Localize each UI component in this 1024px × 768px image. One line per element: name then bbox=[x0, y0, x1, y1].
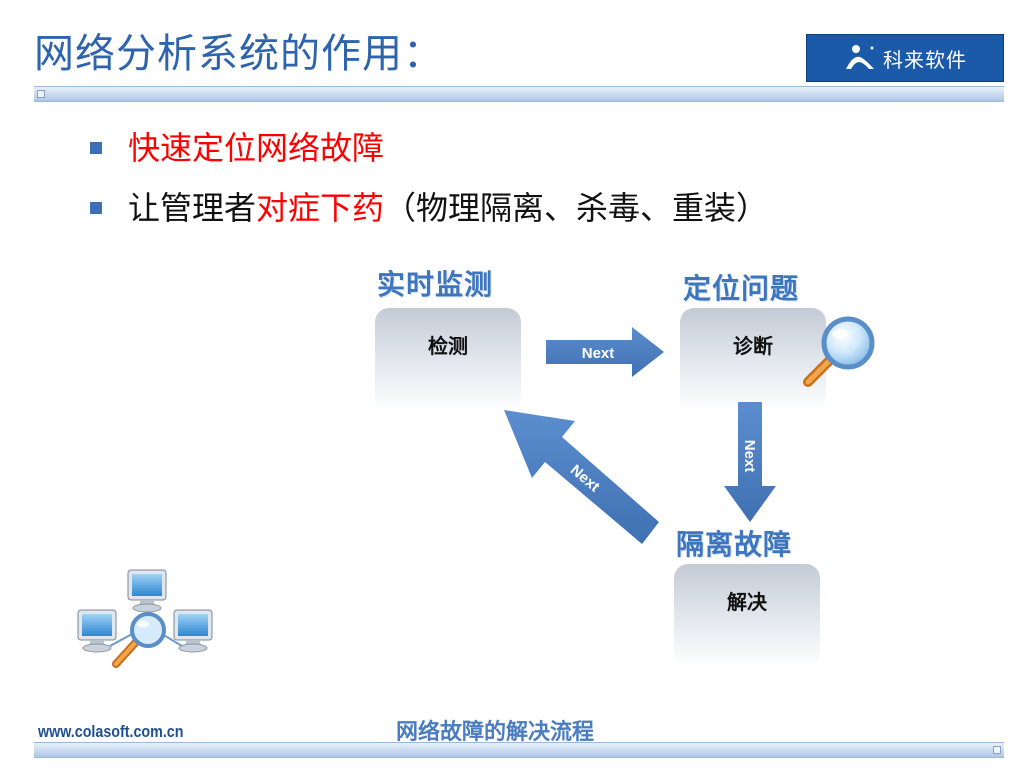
next-arrow-diagonal: Next bbox=[504, 410, 659, 544]
stage-box-text: 解决 bbox=[727, 590, 767, 614]
slide-title: 网络分析系统的作用： bbox=[34, 31, 444, 77]
arrow-label: Next bbox=[741, 440, 758, 473]
bullet-list: 快速定位网络故障 让管理者对症下药（物理隔离、杀毒、重装） bbox=[90, 118, 768, 238]
next-arrow-down: Next bbox=[724, 402, 776, 522]
stage-label-monitor: 实时监测 bbox=[377, 268, 494, 301]
bullet-text-part: 让管理者 bbox=[128, 189, 257, 227]
bullet-item: 让管理者对症下药（物理隔离、杀毒、重装） bbox=[90, 178, 768, 238]
bullet-square-icon bbox=[90, 142, 102, 154]
logo-text: 科来软件 bbox=[883, 47, 967, 72]
footer-bar bbox=[34, 742, 1004, 758]
arrow-label: Next bbox=[582, 345, 615, 362]
bullet-text: 快速定位网络故障 bbox=[128, 129, 385, 167]
bullet-text-part: （物理隔离、杀毒、重装） bbox=[384, 189, 769, 227]
stage-label-isolate: 隔离故障 bbox=[676, 528, 793, 561]
bullet-square-icon bbox=[90, 202, 102, 214]
stage-box-text: 诊断 bbox=[733, 334, 773, 358]
footer-url: www.colasoft.com.cn bbox=[38, 722, 184, 741]
stage-label-locate: 定位问题 bbox=[683, 272, 800, 305]
footer-bar-marker bbox=[993, 746, 1001, 754]
arrow-label: Next bbox=[567, 462, 603, 496]
stage-box-resolve: 解决 bbox=[674, 564, 820, 668]
bullet-item: 快速定位网络故障 bbox=[90, 118, 768, 178]
brand-logo: 科来软件 bbox=[806, 34, 1004, 82]
stage-box-diagnose: 诊断 bbox=[680, 308, 826, 412]
header-bar-marker bbox=[37, 90, 45, 98]
diagram-caption: 网络故障的解决流程 bbox=[396, 720, 595, 745]
stage-box-text: 检测 bbox=[428, 334, 468, 358]
header-bar bbox=[34, 86, 1004, 102]
bullet-text-highlight: 对症下药 bbox=[256, 189, 385, 227]
stage-box-detect: 检测 bbox=[375, 308, 521, 412]
colasoft-logo-icon bbox=[846, 45, 874, 69]
next-arrow-right: Next bbox=[546, 327, 664, 377]
network-computers-icon bbox=[77, 569, 213, 668]
